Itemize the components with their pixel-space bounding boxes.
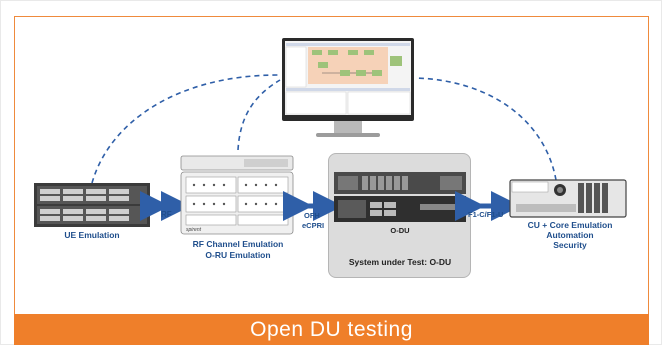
oru-label: O-RU Emulation [205, 250, 270, 260]
control-links [91, 74, 557, 184]
odu-device [334, 172, 466, 222]
cu-core-emulator [509, 179, 627, 218]
rf-channel-emulator: spirent [180, 155, 294, 235]
automation-label: Automation [546, 230, 593, 240]
cu-core-label: CU + Core Emulation [528, 220, 613, 230]
rf-channel-label: RF Channel Emulation [193, 239, 284, 249]
sut-label: System under Test: O-DU [349, 257, 451, 267]
rf-link-label: RF [161, 210, 172, 219]
ue-emulator [34, 183, 150, 227]
f1-label: F1-C/F1-U [468, 210, 503, 219]
arc-rf-monitor [237, 79, 281, 151]
arc-cu-monitor [414, 77, 557, 181]
odu-label: O-DU [390, 226, 409, 235]
banner-title: Open DU testing [14, 314, 649, 345]
arc-ue-monitor [91, 74, 279, 184]
security-label: Security [553, 240, 587, 250]
spirent-logo: spirent [186, 227, 202, 233]
monitor [282, 38, 414, 137]
ofh-label: OFH [304, 211, 320, 220]
ecpri-label: eCPRI [302, 221, 324, 230]
ue-emulation-label: UE Emulation [64, 230, 119, 240]
